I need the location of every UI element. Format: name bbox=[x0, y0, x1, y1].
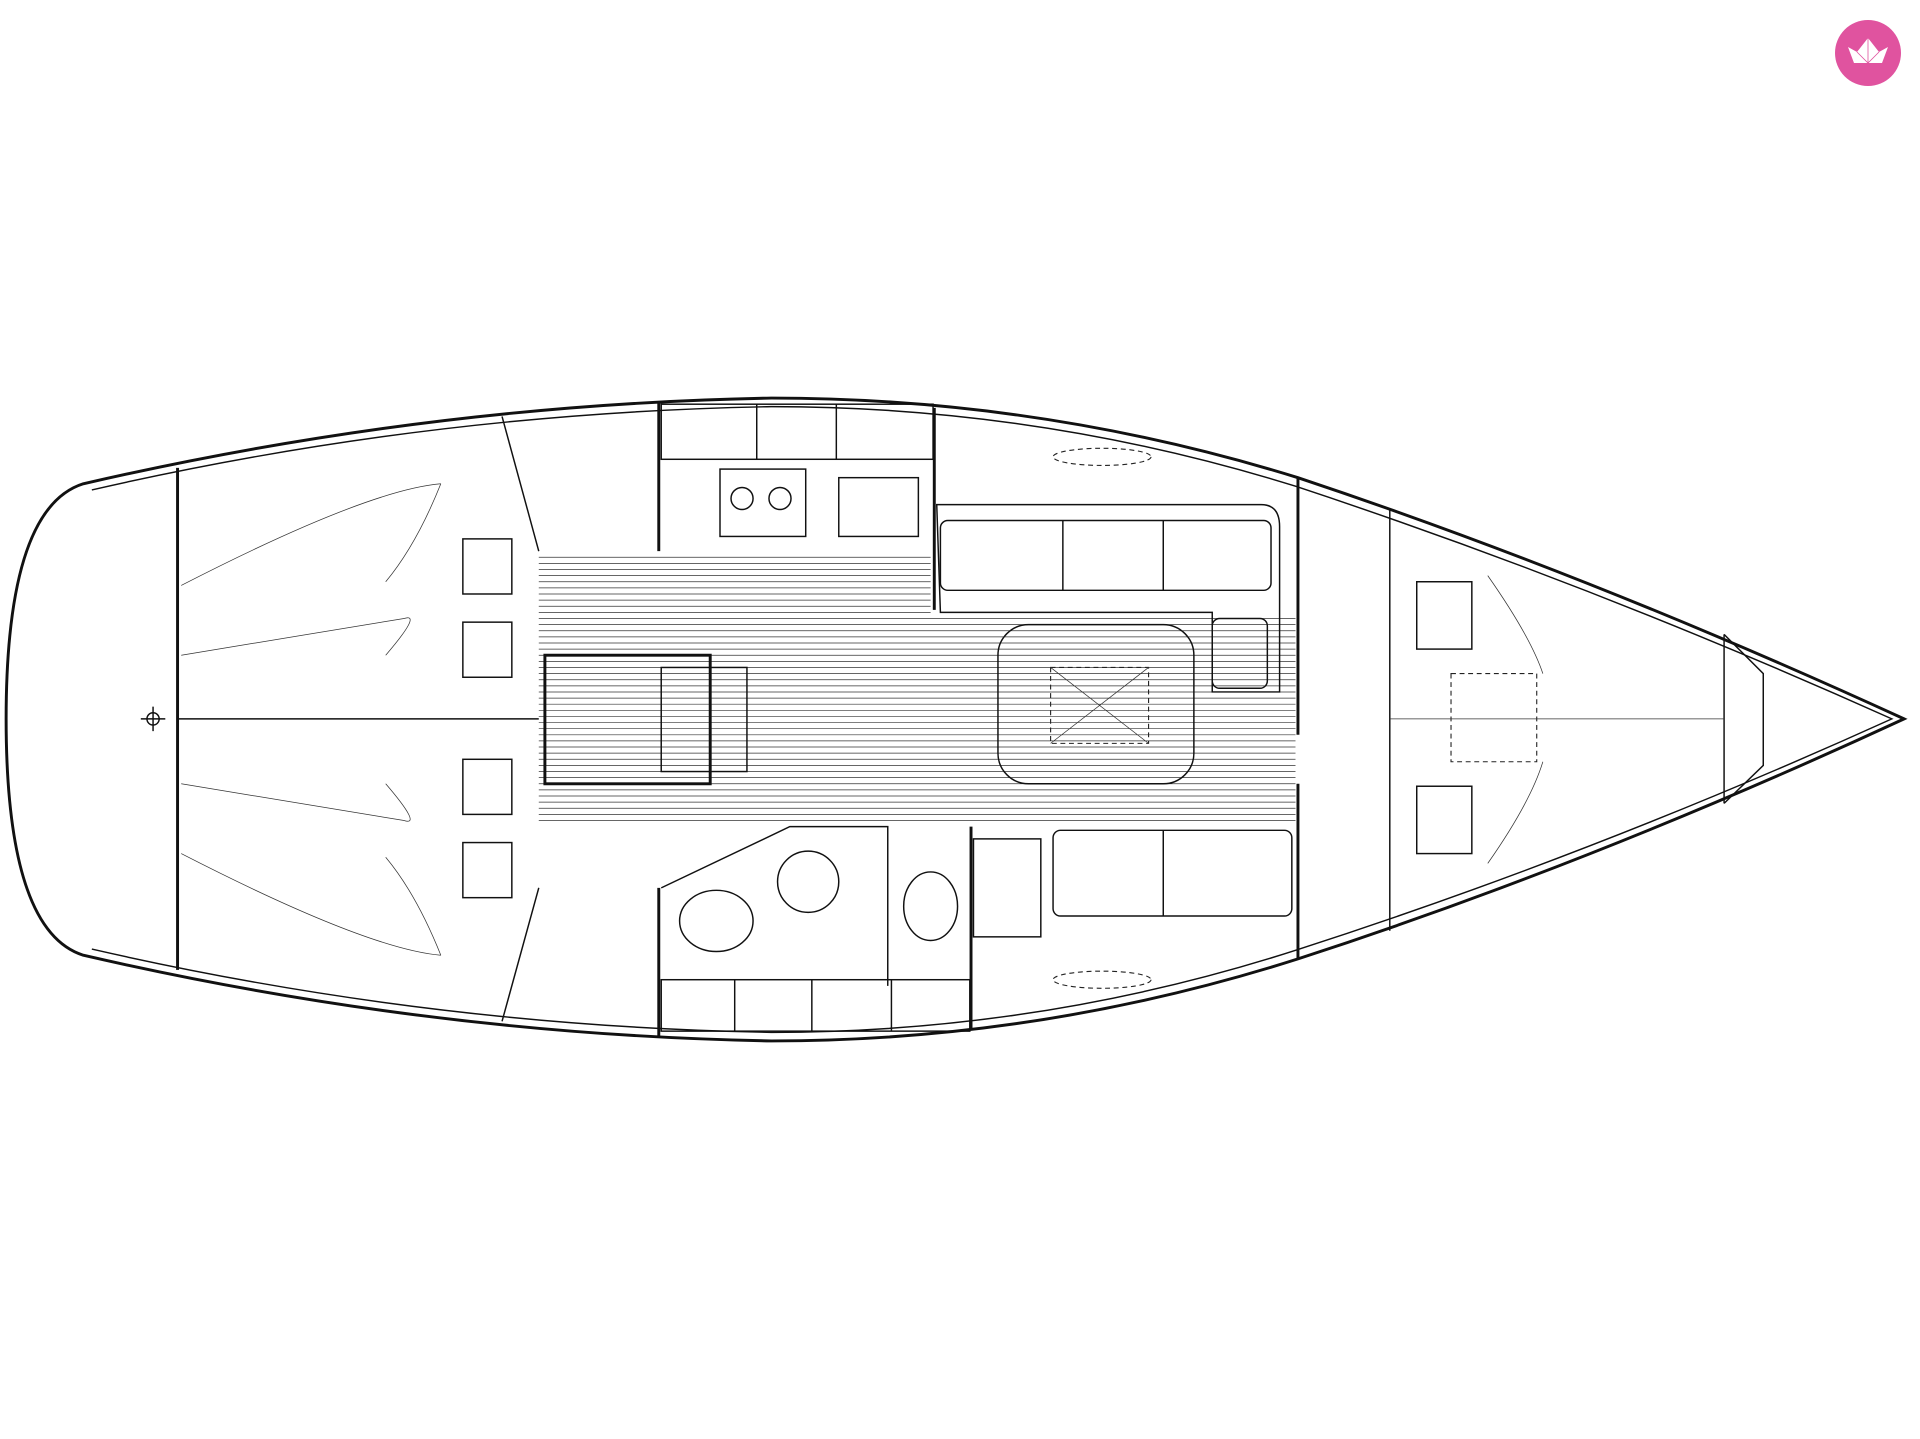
washbasin bbox=[902, 871, 959, 942]
stove bbox=[719, 468, 807, 538]
head-compartment bbox=[660, 825, 971, 1032]
hull-outline bbox=[4, 396, 1908, 1043]
saloon-floor bbox=[538, 556, 1296, 821]
galley bbox=[660, 403, 934, 538]
saloon-settees bbox=[935, 503, 1293, 938]
aft-cabin-berths bbox=[140, 483, 513, 956]
saloon-table bbox=[997, 623, 1195, 785]
sink bbox=[838, 476, 920, 538]
companionway-steps bbox=[543, 653, 748, 786]
forward-cabin bbox=[1052, 447, 1725, 989]
bulkheads bbox=[176, 401, 1391, 1037]
toilet bbox=[678, 889, 754, 953]
paper-boat-logo bbox=[1835, 20, 1901, 86]
